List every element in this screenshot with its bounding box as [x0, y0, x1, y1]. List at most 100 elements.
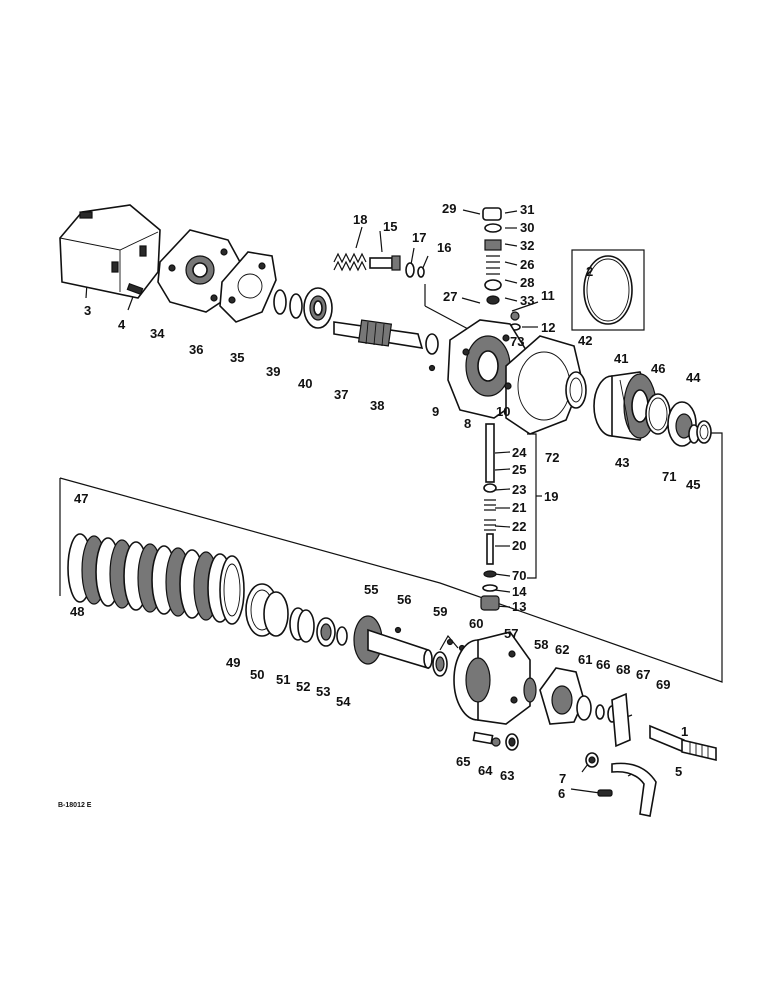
label-29: 29: [442, 201, 456, 216]
label-23: 23: [512, 482, 526, 497]
figure-code: B-18012 E: [58, 802, 92, 809]
part-45-ring: [696, 420, 712, 444]
part-67-bracket: [611, 692, 631, 748]
label-50: 50: [250, 667, 264, 682]
label-22: 22: [512, 519, 526, 534]
label-15: 15: [383, 219, 397, 234]
part-66-ring: [595, 704, 605, 720]
part-10-pin: [504, 382, 512, 390]
label-25: 25: [512, 462, 526, 477]
part-40-bearing: [303, 287, 333, 329]
label-26: 26: [520, 257, 534, 272]
part-7-washer: [585, 752, 599, 768]
label-21: 21: [512, 500, 526, 515]
label-24: 24: [512, 445, 527, 460]
label-33: 33: [520, 293, 534, 308]
label-64: 64: [478, 763, 493, 778]
label-17: 17: [412, 230, 426, 245]
label-13: 13: [512, 599, 526, 614]
label-43: 43: [615, 455, 629, 470]
part-15-plunger: [369, 255, 401, 271]
part-61-seal: [576, 695, 592, 721]
part-6-screw: [597, 789, 613, 797]
part-4-bolt: [126, 283, 144, 295]
label-44: 44: [686, 370, 701, 385]
label-65: 65: [456, 754, 470, 769]
label-38: 38: [370, 398, 384, 413]
label-7: 7: [559, 771, 566, 786]
part-36-gasket: [219, 251, 277, 323]
label-72: 72: [545, 450, 559, 465]
label-5: 5: [675, 764, 682, 779]
label-49: 49: [226, 655, 240, 670]
part-51-spring: [289, 607, 315, 643]
label-16: 16: [437, 240, 451, 255]
part-5-tube: [611, 762, 657, 817]
label-36: 36: [189, 342, 203, 357]
label-30: 30: [520, 220, 534, 235]
label-66: 66: [596, 657, 610, 672]
part-16-ring: [417, 266, 425, 278]
label-2: 2: [586, 264, 593, 279]
part-38-o-ring: [425, 333, 439, 355]
label-59: 59: [433, 604, 447, 619]
part-17-ring: [405, 262, 415, 278]
part-34-plate: [157, 229, 241, 313]
part-2-snap-ring: [571, 249, 645, 331]
valve-stack-parts: [482, 207, 521, 331]
part-63-seal: [505, 733, 519, 751]
label-12: 12: [541, 320, 555, 335]
label-58: 58: [534, 637, 548, 652]
part-42-seal: [565, 371, 587, 409]
part-49-50-springs: [245, 583, 289, 637]
label-52: 52: [296, 679, 310, 694]
part-62-pump-body: [539, 667, 585, 725]
leader-lines: [59, 209, 723, 794]
label-41: 41: [614, 351, 628, 366]
part-46-ring: [645, 393, 671, 435]
label-63: 63: [500, 768, 514, 783]
label-42: 42: [578, 333, 592, 348]
part-37-shaft: [333, 319, 424, 349]
label-11: 11: [541, 288, 555, 303]
label-3: 3: [84, 303, 91, 318]
part-39-ring: [289, 293, 303, 319]
part-19-valve-column: [480, 423, 500, 611]
part-47-48-clutch-plates: [67, 533, 245, 625]
label-18: 18: [353, 212, 367, 227]
label-10: 10: [496, 404, 510, 419]
label-35: 35: [230, 350, 244, 365]
part-64-ball: [491, 737, 501, 747]
label-61: 61: [578, 652, 592, 667]
label-14: 14: [512, 584, 527, 599]
label-46: 46: [651, 361, 665, 376]
label-27: 27: [443, 289, 457, 304]
label-9: 9: [432, 404, 439, 419]
label-1: 1: [681, 724, 688, 739]
label-55: 55: [364, 582, 378, 597]
label-32: 32: [520, 238, 534, 253]
label-69: 69: [656, 677, 670, 692]
label-62: 62: [555, 642, 569, 657]
part-57-pump-housing: [453, 631, 531, 725]
part-54-gear-shaft: [353, 615, 433, 670]
label-57: 57: [504, 626, 518, 641]
label-47: 47: [74, 491, 88, 506]
label-34: 34: [150, 326, 165, 341]
part-56-pin: [394, 626, 402, 634]
label-40: 40: [298, 376, 312, 391]
label-8: 8: [464, 416, 471, 431]
part-58-gear: [523, 677, 537, 703]
label-28: 28: [520, 275, 534, 290]
label-71: 71: [662, 469, 676, 484]
part-35-ring: [273, 289, 287, 315]
label-68: 68: [616, 662, 630, 677]
label-37: 37: [334, 387, 348, 402]
part-59-bearing: [432, 651, 448, 677]
label-54: 54: [336, 694, 351, 709]
label-31: 31: [520, 202, 534, 217]
label-73: 73: [510, 334, 524, 349]
part-1-shaft: [681, 738, 717, 762]
label-53: 53: [316, 684, 330, 699]
label-51: 51: [276, 672, 290, 687]
